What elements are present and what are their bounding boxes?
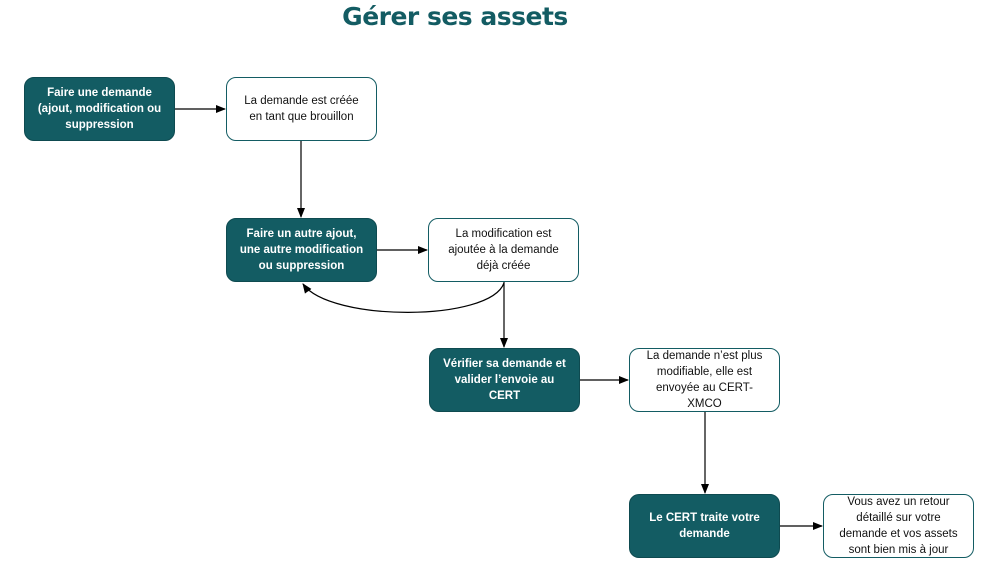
step-1-action-box: Faire une demande (ajout, modification o…	[24, 77, 175, 141]
step-4-result-box: Vous avez un retour détaillé sur votre d…	[823, 494, 974, 558]
step-4-action-box: Le CERT traite votre demande	[629, 494, 780, 558]
step-3-action-box: Vérifier sa demande et valider l’envoie …	[429, 348, 580, 412]
step-2-result-box: La modification est ajoutée à la demande…	[428, 218, 579, 282]
step-3-result-box: La demande n’est plus modifiable, elle e…	[629, 348, 780, 412]
step-1-result-box: La demande est créée en tant que brouill…	[226, 77, 377, 141]
page-title: Gérer ses assets	[342, 2, 568, 31]
step-2-action-box: Faire un autre ajout, une autre modifica…	[226, 218, 377, 282]
loop-back-arrow	[302, 282, 505, 313]
